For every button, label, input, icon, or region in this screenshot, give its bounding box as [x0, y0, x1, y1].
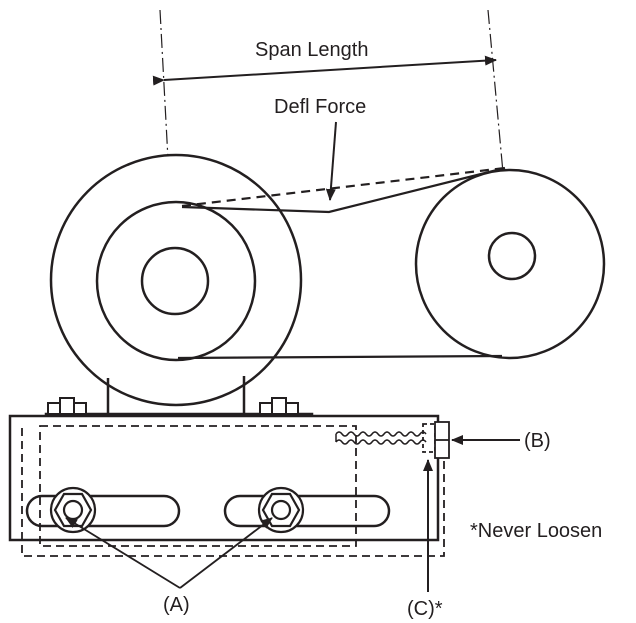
slot-right	[223, 494, 391, 528]
belt-lower	[177, 354, 503, 360]
span-length-label: Span Length	[255, 39, 368, 61]
defl-force-label: Defl Force	[274, 96, 366, 118]
bolt-right	[257, 486, 305, 534]
belt	[177, 166, 506, 360]
belt-upper-deflected	[181, 166, 506, 214]
bolt-left	[49, 486, 97, 534]
base-hidden-frame	[21, 425, 445, 557]
never-loosen-note: *Never Loosen	[470, 520, 602, 542]
defl-force-arrow	[325, 121, 337, 201]
callout-a-leaders	[65, 517, 273, 589]
mount-bolts	[47, 397, 299, 415]
motor-pulley	[49, 153, 303, 407]
callout-c-label: (C)*	[407, 598, 443, 620]
motor-base	[8, 414, 445, 557]
belt-upper-straight	[181, 166, 506, 208]
slot-left	[25, 494, 181, 528]
callout-a-label: (A)	[163, 594, 190, 616]
callout-b-label: (B)	[524, 430, 551, 452]
adjusting-nut	[422, 421, 450, 459]
driven-pulley	[414, 168, 606, 360]
adjusting-screw-thread	[335, 431, 427, 445]
span-length-arrow	[152, 55, 497, 86]
